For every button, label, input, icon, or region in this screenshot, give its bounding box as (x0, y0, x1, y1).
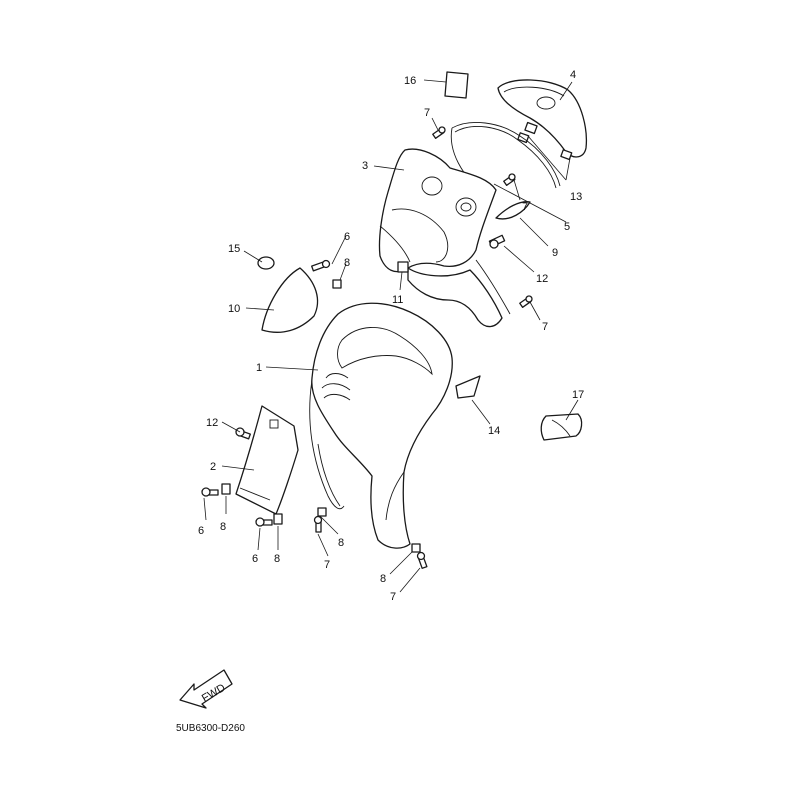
part-10-fender (261, 267, 319, 333)
part-6-bolt (201, 487, 219, 497)
callout-11: 11 (392, 294, 403, 306)
leader-lines (203, 79, 579, 593)
part-12-screw-lower (235, 427, 251, 440)
part-9-emblem (495, 201, 531, 220)
part-7-screw (503, 173, 516, 186)
part-6-bolt (311, 259, 331, 272)
callout-1: 1 (256, 362, 262, 374)
part-11-nut (397, 261, 409, 273)
callout-7: 7 (390, 591, 396, 603)
callout-8: 8 (274, 553, 280, 565)
part-17-duct (540, 413, 583, 441)
callout-8: 8 (344, 257, 350, 269)
drawing-code: 5UB6300-D260 (176, 723, 245, 734)
callout-2: 2 (210, 461, 216, 473)
callouts: 16 4 7 3 13 7 5 9 12 11 7 15 6 8 10 1 14… (198, 69, 584, 603)
part-8-nut (411, 543, 421, 553)
callout-16: 16 (404, 75, 416, 87)
callout-8: 8 (338, 537, 344, 549)
callout-13: 13 (570, 191, 582, 203)
part-8-nut (273, 513, 283, 525)
callout-5: 5 (564, 221, 570, 233)
callout-14: 14 (488, 425, 500, 437)
part-2-side-cover (235, 405, 299, 515)
callout-6: 6 (344, 231, 350, 243)
part-7-screw (432, 126, 446, 139)
part-15-cap (257, 256, 275, 270)
callout-8: 8 (220, 521, 226, 533)
fwd-arrow: FWD (179, 669, 233, 709)
callout-7: 7 (324, 559, 330, 571)
part-8-nut (221, 483, 231, 495)
part-7-screw (313, 515, 323, 533)
part-12-screw-upper (488, 234, 506, 249)
part-6-bolt (255, 517, 273, 527)
part-1-front-cover (309, 302, 453, 549)
part-7-screw (519, 295, 533, 308)
callout-8: 8 (380, 573, 386, 585)
part-3-inner-panel (378, 148, 511, 328)
callout-7: 7 (542, 321, 548, 333)
callout-7: 7 (424, 107, 430, 119)
callout-12: 12 (536, 273, 548, 285)
part-4-panel (497, 79, 588, 158)
callout-10: 10 (228, 303, 240, 315)
callout-17: 17 (572, 389, 584, 401)
callout-6: 6 (198, 525, 204, 537)
callout-4: 4 (570, 69, 576, 81)
part-8-nut (317, 507, 327, 517)
part-8-nut (332, 279, 342, 289)
callout-7: 7 (522, 201, 528, 213)
part-16-label (444, 71, 469, 99)
part-7-screw (416, 551, 428, 569)
callout-15: 15 (228, 243, 240, 255)
part-14-bracket (455, 375, 481, 399)
callout-3: 3 (362, 160, 368, 172)
callout-12: 12 (206, 417, 218, 429)
callout-6: 6 (252, 553, 258, 565)
callout-9: 9 (552, 247, 558, 259)
